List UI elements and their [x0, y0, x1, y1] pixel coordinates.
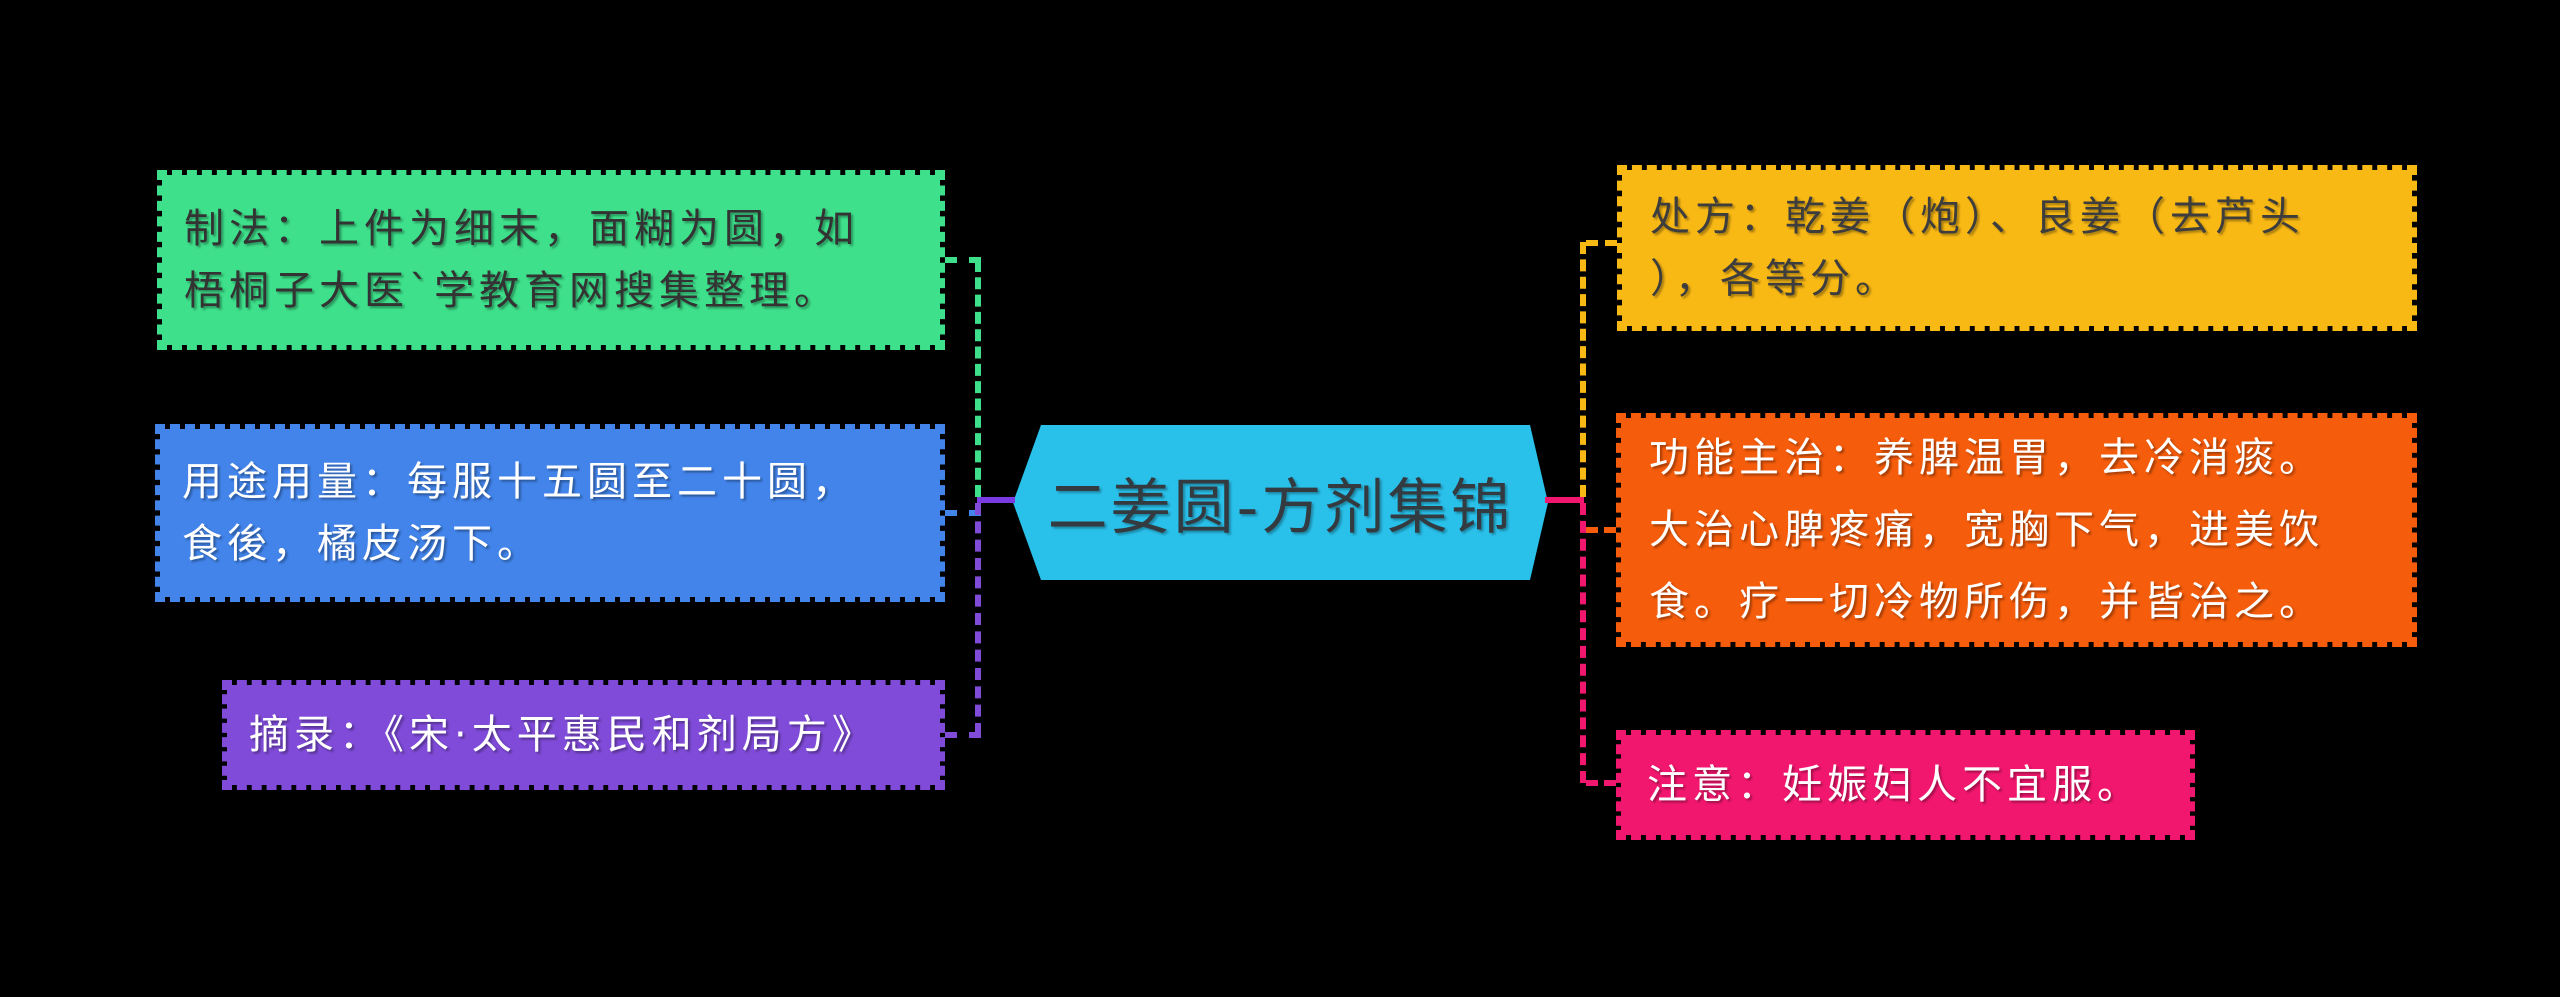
node-functions-indications[interactable]: 功能主治：养脾温胃，去冷消痰。 大治心脾疼痛，宽胸下气，进美饮 食。疗一切冷物所…: [1616, 413, 2417, 647]
node-text-line: 制法：上件为细末，面糊为圆，如: [184, 206, 859, 252]
connector-yellow-vertical: [1580, 242, 1586, 497]
node-text-line: 用途用量：每服十五圆至二十圆，: [182, 459, 857, 505]
connector-green-horizontal: [945, 257, 981, 263]
node-usage-dosage[interactable]: 用途用量：每服十五圆至二十圆， 食後，橘皮汤下。: [155, 424, 945, 602]
node-text-line: 食後，橘皮汤下。: [182, 521, 542, 567]
connector-purple-vertical: [975, 503, 981, 735]
connector-blue-horizontal: [945, 510, 981, 516]
connector-orange-horizontal: [1586, 527, 1616, 533]
node-text-line: ），各等分。: [1650, 256, 1900, 302]
connector-green-vertical: [975, 260, 981, 497]
connector-pink-horizontal: [1586, 780, 1616, 786]
node-source-excerpt[interactable]: 摘录：《宋·太平惠民和剂局方》: [222, 680, 945, 790]
central-topic-node[interactable]: 二姜圆-方剂集锦: [1013, 425, 1548, 580]
node-text-line: 梧桐子大医`学教育网搜集整理。: [184, 268, 839, 314]
node-text-line: 处方：乾姜（炮）、良姜（去芦头: [1650, 194, 2305, 240]
connector-magenta-stub: [1545, 497, 1584, 503]
connector-purple-stub: [977, 497, 1015, 503]
node-text-line: 注意：妊娠妇人不宜服。: [1647, 762, 2142, 808]
node-text-line: 大治心脾疼痛，宽胸下气，进美饮: [1649, 507, 2324, 553]
connector-pink-vertical: [1580, 503, 1586, 783]
node-prescription[interactable]: 处方：乾姜（炮）、良姜（去芦头 ），各等分。: [1617, 165, 2417, 331]
node-caution[interactable]: 注意：妊娠妇人不宜服。: [1616, 730, 2195, 840]
connector-purple-horizontal: [945, 732, 981, 738]
node-preparation-method[interactable]: 制法：上件为细末，面糊为圆，如 梧桐子大医`学教育网搜集整理。: [157, 170, 945, 350]
connector-yellow-horizontal: [1586, 240, 1617, 246]
node-text-line: 功能主治：养脾温胃，去冷消痰。: [1649, 435, 2324, 481]
node-text-line: 食。疗一切冷物所伤，并皆治之。: [1649, 579, 2324, 625]
node-text-line: 摘录：《宋·太平惠民和剂局方》: [249, 712, 877, 758]
